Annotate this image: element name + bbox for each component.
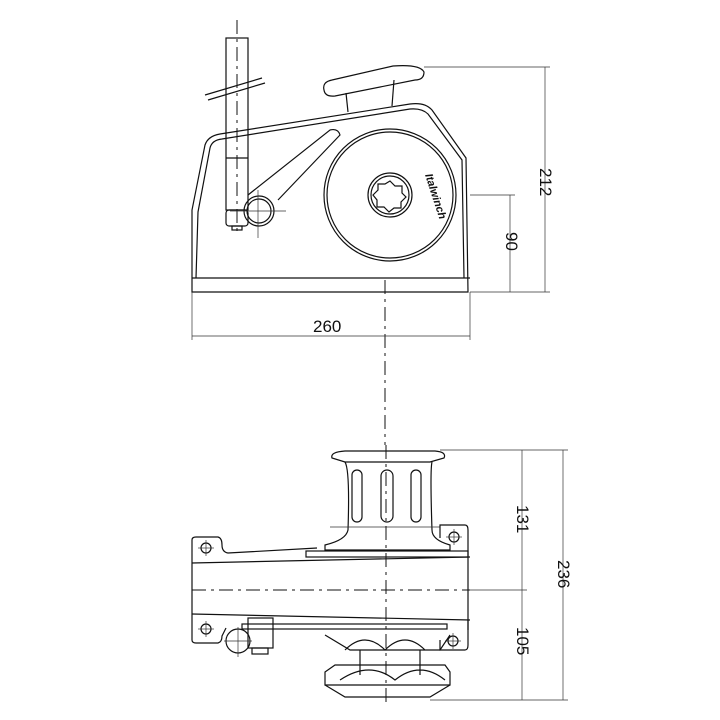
side-view: Italwinch 212 90: [191, 20, 555, 445]
dimension-131: 131: [440, 449, 568, 591]
drum-cap: [331, 450, 446, 463]
dimension-236: 236: [430, 450, 573, 701]
lever-grip: [323, 65, 425, 97]
drum-hub: [367, 172, 413, 218]
svg-text:131: 131: [513, 505, 532, 533]
dimension-105: 105: [513, 590, 532, 700]
top-view: 131 236 105: [191, 445, 573, 705]
dimension-212: 212: [424, 66, 555, 293]
svg-text:90: 90: [502, 232, 521, 251]
svg-text:105: 105: [513, 627, 532, 655]
svg-text:236: 236: [554, 560, 573, 588]
gypsy: [324, 634, 451, 681]
star-socket-icon: [372, 180, 407, 213]
winch-body-outline: [191, 103, 469, 293]
dimension-90: 90: [470, 194, 521, 292]
drum: [324, 461, 451, 551]
dimension-260: 260: [191, 292, 471, 340]
winch-base: [191, 536, 318, 598]
logo: Italwinch: [422, 172, 448, 221]
drum-outer: [323, 128, 457, 262]
bottom-flange: [324, 664, 451, 698]
svg-text:212: 212: [536, 168, 555, 196]
svg-text:260: 260: [313, 317, 341, 336]
